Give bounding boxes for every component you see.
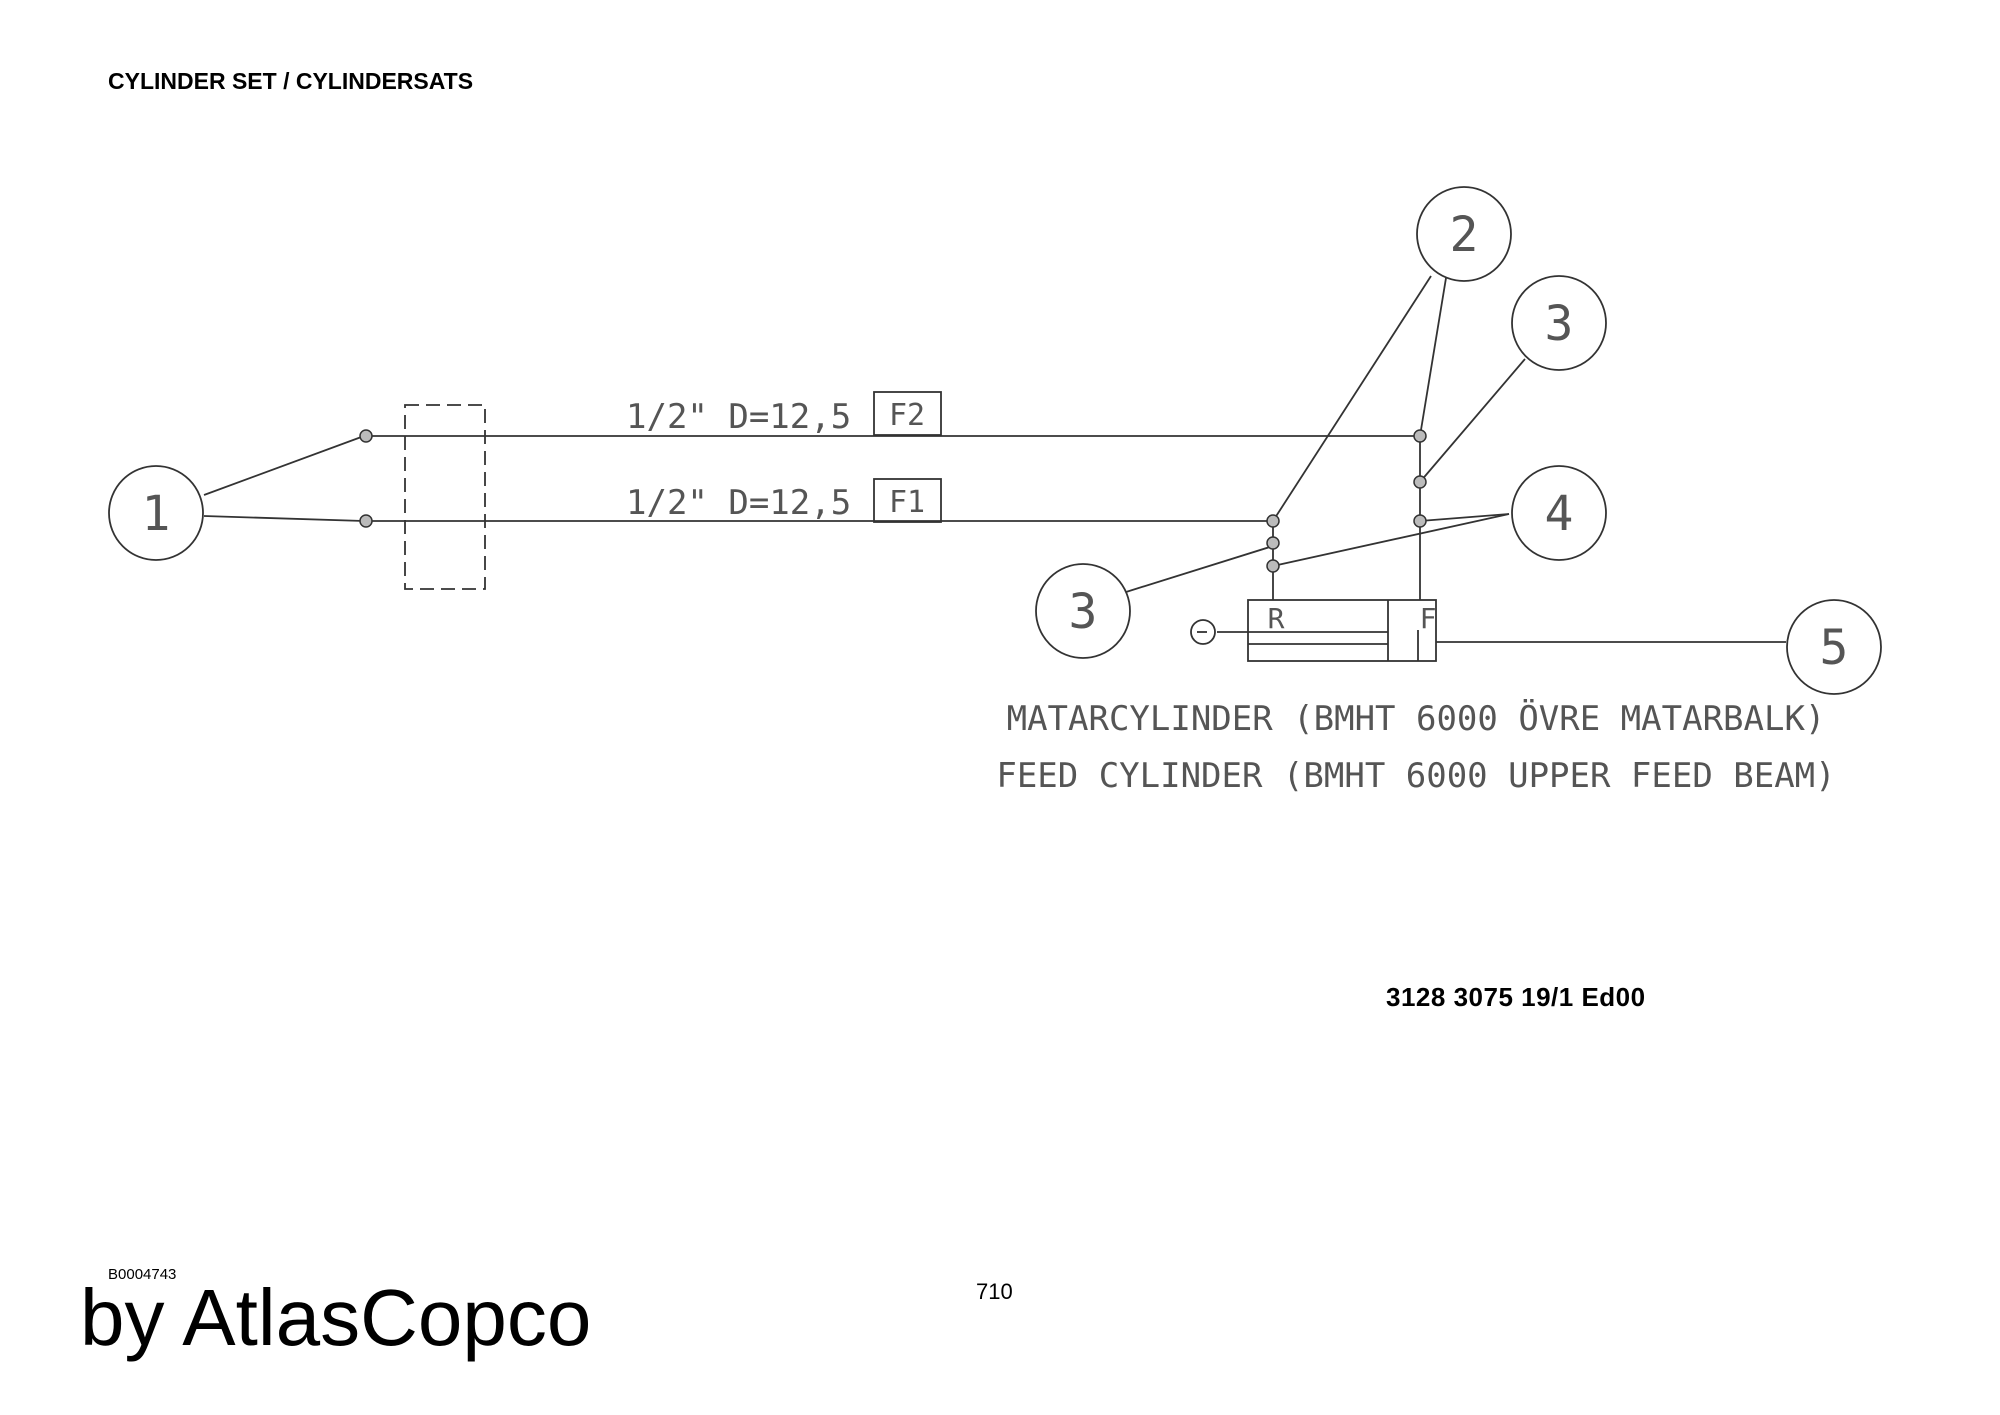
leader-3-top (1419, 358, 1526, 483)
hose-tag-f2: F2 (889, 398, 925, 433)
callout-circle-3-bottom (1035, 563, 1131, 659)
fitting-dot-f-1 (1413, 429, 1427, 443)
feed-cylinder-body (1247, 599, 1437, 662)
leader-1-upper (203, 435, 365, 496)
leader-3-bottom (1125, 545, 1274, 593)
port-label-f: F (1420, 602, 1437, 635)
fitting-dot-r-1 (1266, 514, 1280, 528)
page-number: 710 (976, 1279, 1013, 1304)
hose-spec-f2: 1/2" D=12,5 (626, 397, 851, 437)
caption-english: FEED CYLINDER (BMHT 6000 UPPER FEED BEAM… (996, 756, 1835, 796)
leader-4-b (1272, 513, 1510, 567)
tag-box-f1 (873, 478, 942, 523)
hose-spec-f1: 1/2" D=12,5 (626, 483, 851, 523)
callout-number-3-bottom: 3 (1069, 584, 1098, 640)
tag-box-f2 (873, 391, 942, 436)
leader-2-left (1272, 275, 1432, 522)
fitting-dot-r-2 (1266, 536, 1280, 550)
callout-number-4: 4 (1545, 486, 1574, 542)
callout-number-5: 5 (1820, 620, 1849, 676)
callout-number-1: 1 (142, 486, 171, 542)
hose-clamp-outline (404, 404, 486, 590)
callout-circle-4 (1511, 465, 1607, 561)
page-title: CYLINDER SET / CYLINDERSATS (108, 68, 474, 94)
leader-4-a (1419, 513, 1510, 522)
fitting-dot-f2-left (359, 429, 373, 443)
leader-2-right (1419, 277, 1447, 437)
fitting-dot-f-3 (1413, 514, 1427, 528)
port-label-r: R (1268, 602, 1285, 635)
leader-1-lower (203, 515, 365, 522)
callout-number-3-top: 3 (1545, 296, 1574, 352)
fitting-dot-r-3 (1266, 559, 1280, 573)
callout-circle-3-top (1511, 275, 1607, 371)
caption-swedish: MATARCYLINDER (BMHT 6000 ÖVRE MATARBALK) (1007, 698, 1826, 739)
brand-watermark: by AtlasCopco (80, 1273, 592, 1362)
hose-tag-f1: F1 (889, 485, 925, 520)
callout-circle-1 (108, 465, 204, 561)
callout-number-2: 2 (1450, 207, 1479, 263)
image-code: B0004743 (108, 1266, 177, 1283)
callout-circle-5 (1786, 599, 1882, 695)
fitting-dot-f-2 (1413, 475, 1427, 489)
rod-eye (1190, 619, 1216, 645)
drawing-number: 3128 3075 19/1 Ed00 (1386, 982, 1646, 1012)
fitting-dot-f1-left (359, 514, 373, 528)
callout-circle-2 (1416, 186, 1512, 282)
